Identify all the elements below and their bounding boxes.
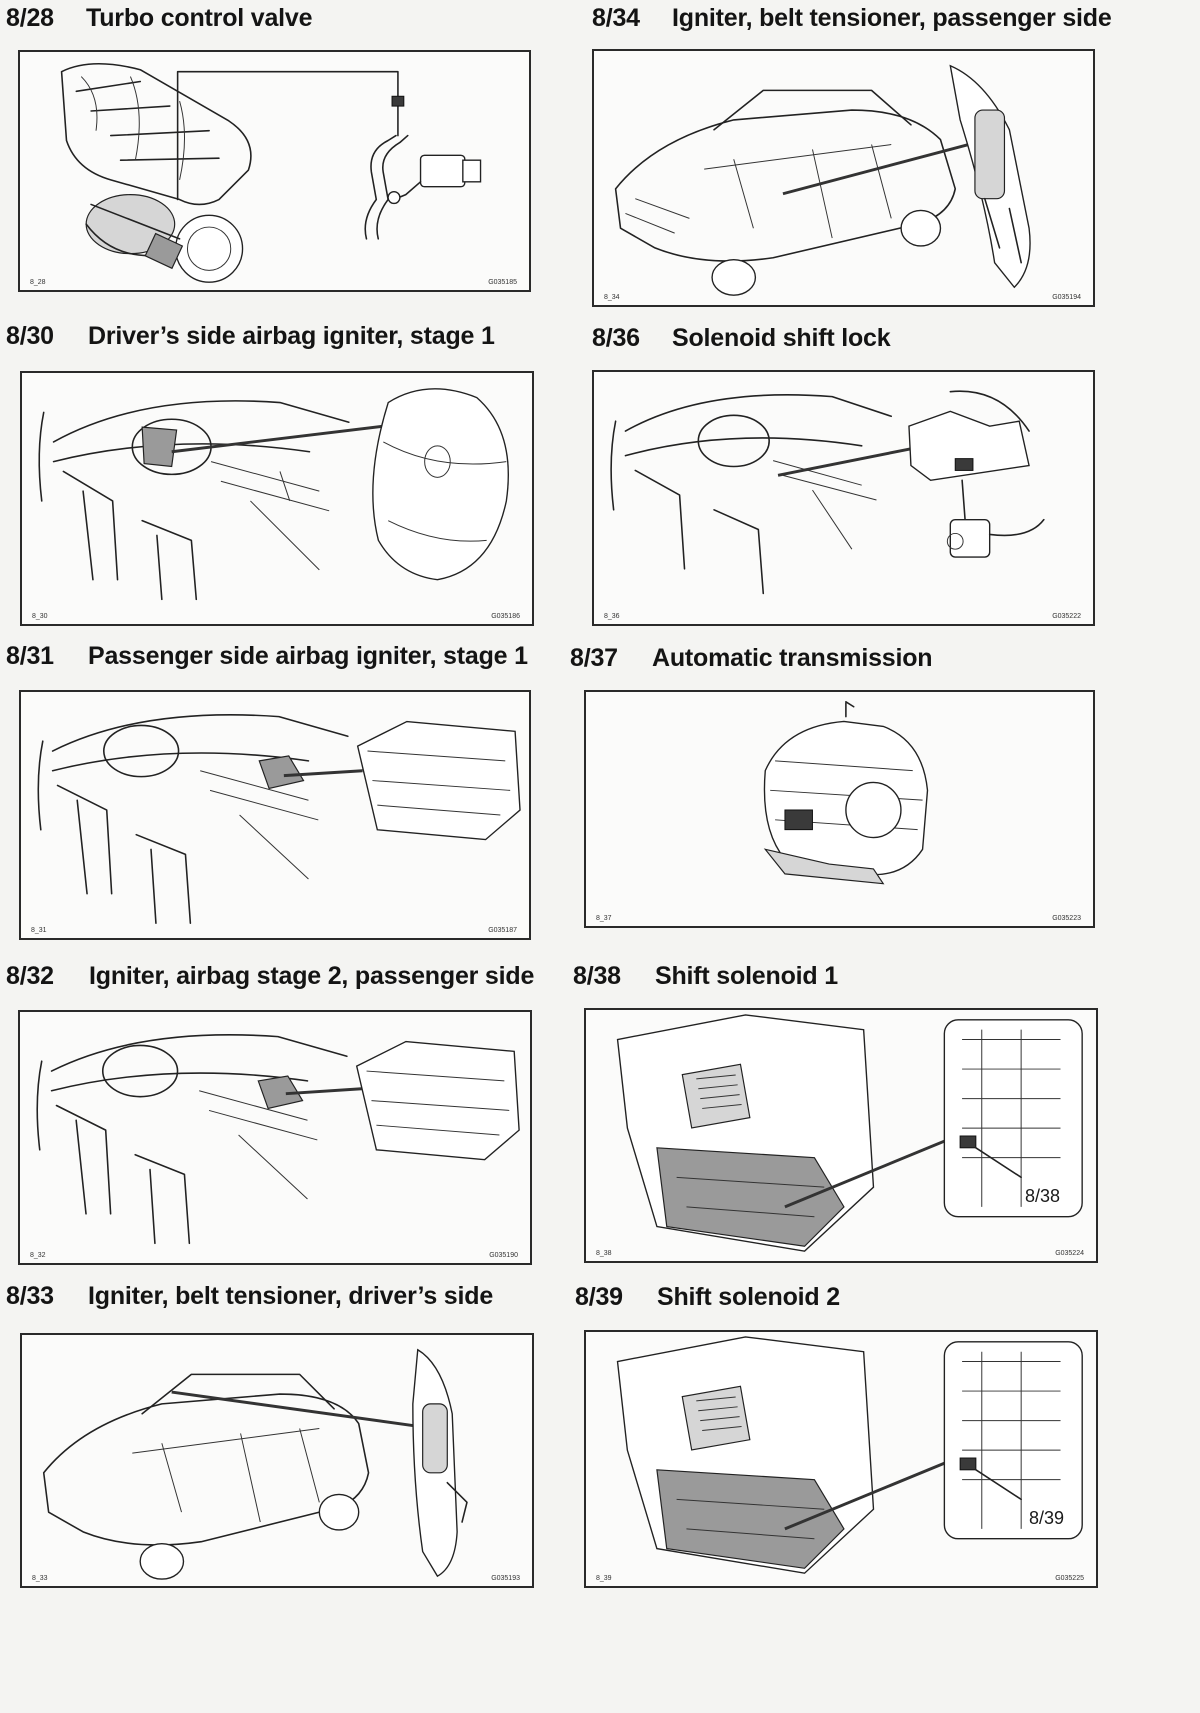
figure-code: G035187 <box>488 927 517 934</box>
figure-passenger-airbag-stage1: 8_31 G035187 <box>19 690 531 940</box>
figure-id: 8_39 <box>596 1575 612 1582</box>
figure-code: G035185 <box>488 279 517 286</box>
figure-id: 8_38 <box>596 1250 612 1257</box>
figure-code: G035186 <box>491 613 520 620</box>
entry-title: Shift solenoid 2 <box>657 1283 840 1311</box>
car-belt-tensioner-driver-illustration <box>42 1348 468 1580</box>
driver-airbag-illustration <box>38 388 509 601</box>
figure-automatic-transmission: 8_37 G035223 <box>584 690 1095 928</box>
entry-code: 8/33 <box>6 1282 54 1310</box>
figure-id: 8_32 <box>30 1252 46 1259</box>
figure-id: 8_31 <box>31 927 47 934</box>
figure-id: 8_37 <box>596 915 612 922</box>
solenoid-callout-label: 8/38 <box>1025 1186 1061 1206</box>
entry-8-31: 8/31 Passenger side airbag igniter, stag… <box>6 640 566 940</box>
figure-driver-airbag-stage1: 8_30 G035186 <box>20 371 534 626</box>
entry-heading: 8/28 Turbo control valve <box>6 2 566 38</box>
entry-code: 8/39 <box>575 1283 623 1311</box>
figure-solenoid-shift-lock: 8_36 G035222 <box>592 370 1095 626</box>
entry-code: 8/34 <box>592 4 640 32</box>
entry-code: 8/28 <box>6 4 54 32</box>
shift-solenoid-1-illustration <box>616 1014 1083 1252</box>
entry-heading: 8/31 Passenger side airbag igniter, stag… <box>6 640 566 676</box>
entry-title: Solenoid shift lock <box>672 324 891 352</box>
entry-code: 8/31 <box>6 642 54 670</box>
figure-id: 8_34 <box>604 294 620 301</box>
figure-code: G035224 <box>1055 1250 1084 1257</box>
entry-heading: 8/38 Shift solenoid 1 <box>573 960 1133 996</box>
solenoid-callout-label: 8/39 <box>1029 1508 1065 1528</box>
figure-id: 8_30 <box>32 613 48 620</box>
entry-title: Turbo control valve <box>86 4 313 32</box>
entry-title: Passenger side airbag igniter, stage 1 <box>88 642 528 670</box>
entry-code: 8/38 <box>573 962 621 990</box>
entry-title: Shift solenoid 1 <box>655 962 838 990</box>
entry-heading: 8/39 Shift solenoid 2 <box>575 1281 1135 1317</box>
entry-heading: 8/32 Igniter, airbag stage 2, passenger … <box>6 960 586 996</box>
entry-title: Igniter, airbag stage 2, passenger side <box>89 962 535 990</box>
entry-code: 8/32 <box>6 962 54 990</box>
figure-turbo-control-valve: 8_28 G035185 <box>18 50 531 292</box>
entry-heading: 8/30 Driver’s side airbag igniter, stage… <box>6 320 566 356</box>
entry-8-39: 8/39 Shift solenoid 2 8/39 8_39 G035225 <box>575 1281 1135 1701</box>
figure-id: 8_33 <box>32 1575 48 1582</box>
entry-heading: 8/36 Solenoid shift lock <box>592 322 1152 358</box>
figure-belt-tensioner-driver: 8_33 G035193 <box>20 1333 534 1588</box>
entry-8-38: 8/38 Shift solenoid 1 8/38 8_38 G035224 <box>573 960 1133 1263</box>
figure-code: G035223 <box>1052 915 1081 922</box>
entry-heading: 8/37 Automatic transmission <box>570 642 1130 678</box>
figure-shift-solenoid-1: 8/38 8_38 G035224 <box>584 1008 1098 1263</box>
figure-code: G035225 <box>1055 1575 1084 1582</box>
entry-8-37: 8/37 Automatic transmission 8_37 G035223 <box>570 642 1130 942</box>
airbag-stage2-illustration <box>36 1034 520 1245</box>
figure-id: 8_28 <box>30 279 46 286</box>
entry-8-32: 8/32 Igniter, airbag stage 2, passenger … <box>6 960 586 1265</box>
shift-lock-illustration <box>610 390 1045 595</box>
entry-code: 8/37 <box>570 644 618 672</box>
entry-heading: 8/33 Igniter, belt tensioner, driver’s s… <box>6 1280 566 1316</box>
entry-8-33: 8/33 Igniter, belt tensioner, driver’s s… <box>6 1280 566 1700</box>
entry-title: Automatic transmission <box>652 644 933 672</box>
entry-code: 8/36 <box>592 324 640 352</box>
car-belt-tensioner-illustration <box>614 64 1031 296</box>
transmission-illustration <box>763 701 929 885</box>
entry-title: Igniter, belt tensioner, driver’s side <box>88 1282 494 1310</box>
entry-title: Igniter, belt tensioner, passenger side <box>672 4 1112 32</box>
turbo-valve-illustration <box>60 63 482 283</box>
figure-code: G035190 <box>489 1252 518 1259</box>
shift-solenoid-2-illustration <box>616 1336 1083 1574</box>
figure-code: G035222 <box>1052 613 1081 620</box>
figure-airbag-stage2-passenger: 8_32 G035190 <box>18 1010 532 1265</box>
entry-8-34: 8/34 Igniter, belt tensioner, passenger … <box>592 2 1192 307</box>
figure-shift-solenoid-2: 8/39 8_39 G035225 <box>584 1330 1098 1588</box>
entry-8-30: 8/30 Driver’s side airbag igniter, stage… <box>6 320 566 626</box>
figure-code: G035194 <box>1052 294 1081 301</box>
entry-8-36: 8/36 Solenoid shift lock 8_36 G035222 <box>592 322 1152 626</box>
entry-title: Driver’s side airbag igniter, stage 1 <box>88 322 495 350</box>
figure-belt-tensioner-passenger: 8_34 G035194 <box>592 49 1095 307</box>
passenger-airbag-illustration <box>37 714 521 925</box>
entry-heading: 8/34 Igniter, belt tensioner, passenger … <box>592 2 1192 38</box>
entry-code: 8/30 <box>6 322 54 350</box>
figure-code: G035193 <box>491 1575 520 1582</box>
figure-id: 8_36 <box>604 613 620 620</box>
entry-8-28: 8/28 Turbo control valve 8_28 G035185 <box>6 2 566 302</box>
